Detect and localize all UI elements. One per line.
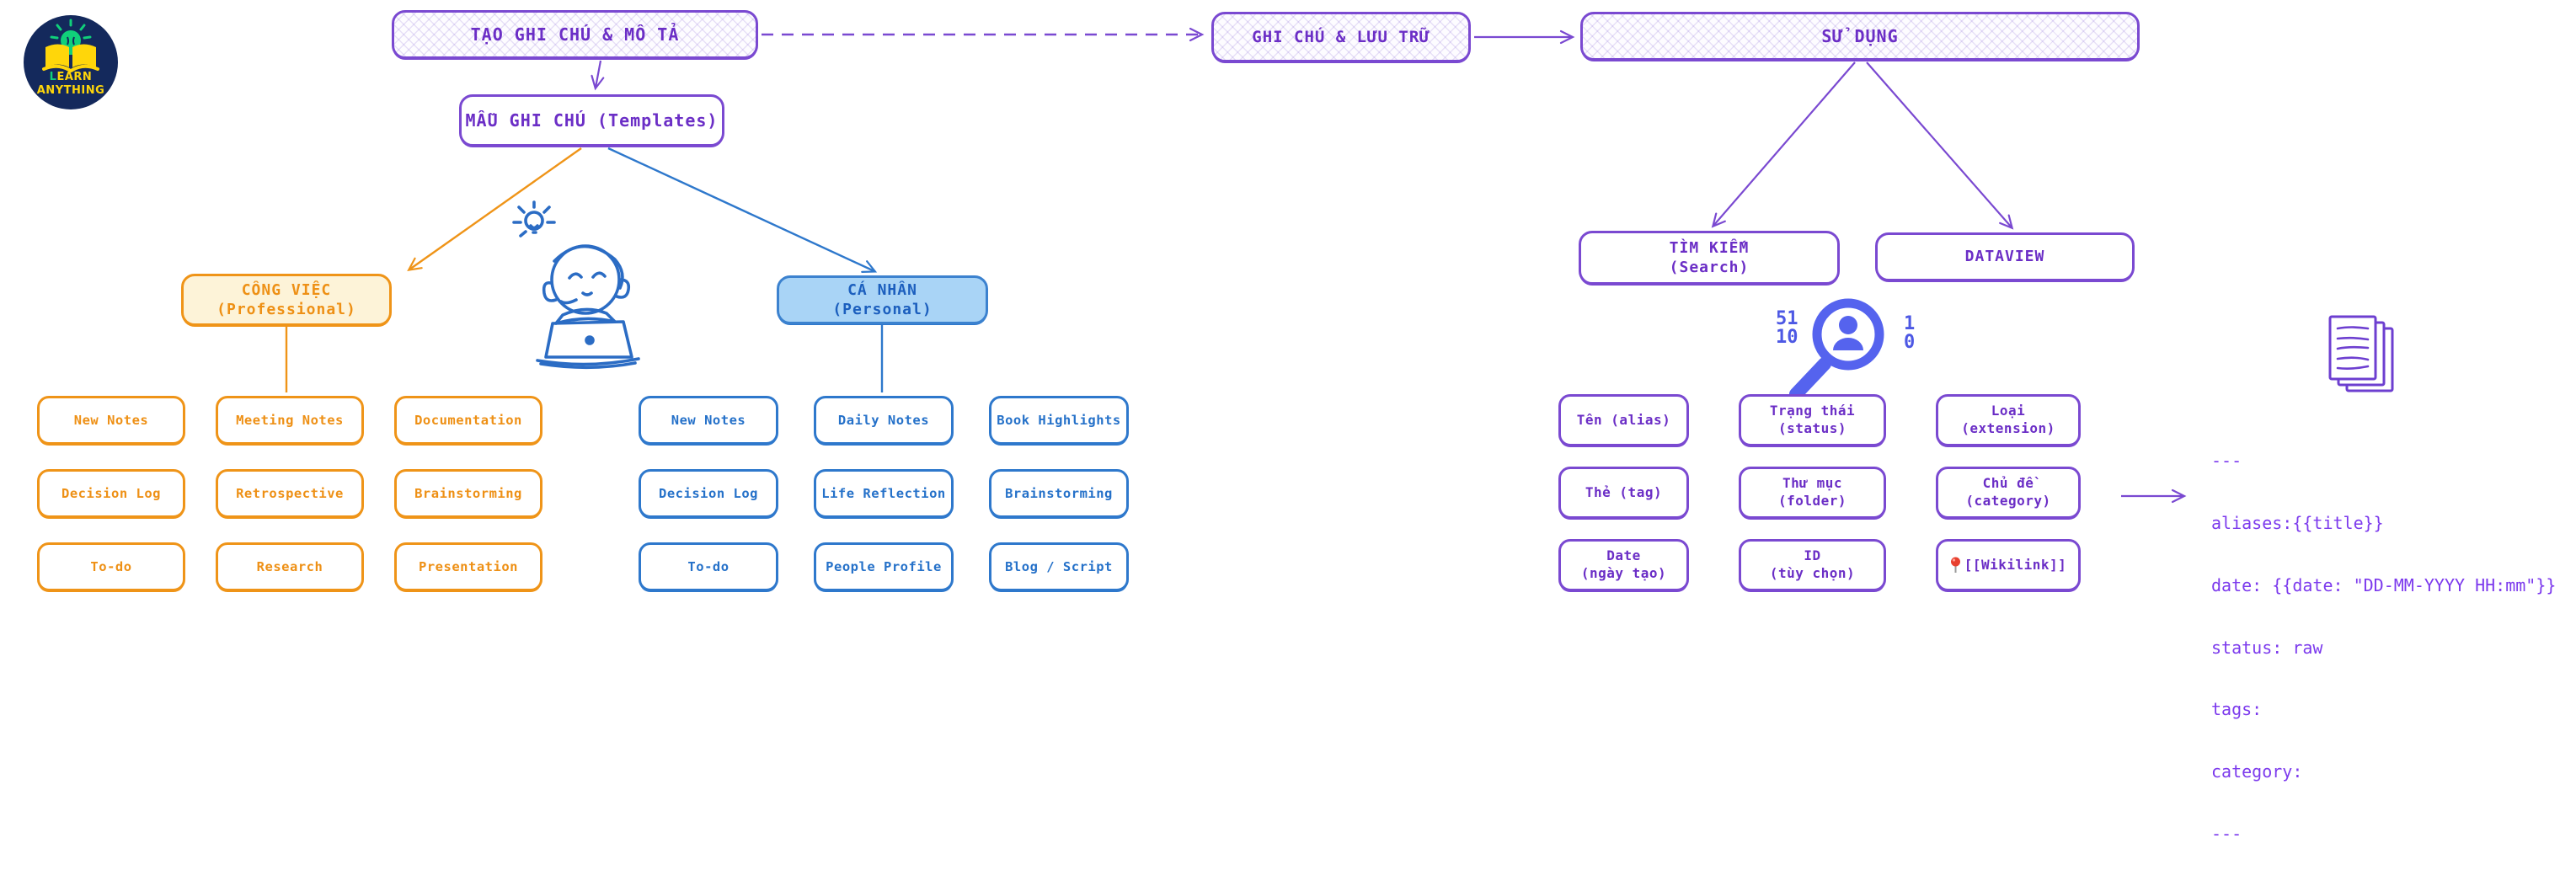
node-professional-subtitle: (Professional) [216, 301, 356, 318]
logo-line-1: LEARN [49, 71, 93, 83]
node-personal: CÁ NHÂN (Personal) [777, 275, 988, 324]
field-folder: Thư mục(folder) [1739, 467, 1886, 519]
documents-stack-icon [2328, 315, 2394, 392]
node-create-note-label: TẠO GHI CHÚ & MÔ TẢ [470, 24, 680, 45]
binary-digits-left: 51 10 [1776, 308, 1798, 349]
logo-text: LEARN ANYTHING [24, 71, 118, 99]
professional-template-grid: New Notes Meeting Notes Documentation De… [37, 396, 542, 591]
node-professional-title: CÔNG VIỆC [241, 280, 332, 299]
field-wikilink: [[Wikilink]] [1936, 539, 2081, 591]
card-per-new-notes: New Notes [639, 396, 778, 445]
node-store-note: GHI CHÚ & LƯU TRỮ [1211, 12, 1471, 62]
card-per-to-do: To-do [639, 542, 778, 591]
node-store-note-label: GHI CHÚ & LƯU TRỮ [1252, 27, 1430, 46]
node-templates-label: MẪU GHI CHÚ (Templates) [465, 110, 719, 131]
node-personal-title: CÁ NHÂN [847, 280, 917, 299]
card-pro-brainstorming: Brainstorming [394, 469, 542, 518]
card-per-decision-log: Decision Log [639, 469, 778, 518]
node-personal-subtitle: (Personal) [832, 301, 933, 318]
frontmatter-code-block: --- aliases:{{title}} date: {{date: "DD-… [2211, 409, 2556, 886]
book-lightbulb-icon [42, 19, 99, 72]
metadata-field-grid: Tên (alias) Trạng thái(status) Loại(exte… [1558, 394, 2081, 591]
learn-anything-logo: LEARN ANYTHING [24, 15, 118, 109]
card-per-life-reflection: Life Reflection [814, 469, 954, 518]
personal-template-grid: New Notes Daily Notes Book Highlights De… [639, 396, 1129, 591]
magnifier-icon [1789, 298, 1884, 401]
field-extension: Loại(extension) [1936, 394, 2081, 446]
card-per-brainstorming: Brainstorming [989, 469, 1129, 518]
field-status: Trạng thái(status) [1739, 394, 1886, 446]
frontmatter-line: --- [2211, 823, 2242, 844]
node-use-label: SỬ DỤNG [1821, 26, 1899, 46]
card-pro-new-notes: New Notes [37, 396, 185, 445]
card-per-daily-notes: Daily Notes [814, 396, 954, 445]
card-pro-meeting-notes: Meeting Notes [216, 396, 364, 445]
node-dataview: DATAVIEW [1875, 232, 2135, 281]
card-per-blog-script: Blog / Script [989, 542, 1129, 591]
card-per-people-profile: People Profile [814, 542, 954, 591]
frontmatter-line: status: raw [2211, 637, 2323, 658]
node-create-note: TẠO GHI CHÚ & MÔ TẢ [392, 10, 758, 59]
field-category: Chủ đề(category) [1936, 467, 2081, 519]
node-dataview-label: DATAVIEW [1964, 248, 2045, 266]
card-pro-decision-log: Decision Log [37, 469, 185, 518]
card-pro-documentation: Documentation [394, 396, 542, 445]
connector-lines [285, 27, 2187, 504]
node-search-title: TÌM KIẾM [1669, 238, 1750, 257]
node-use: SỬ DỤNG [1580, 12, 2140, 61]
diagram-canvas: LEARN ANYTHING TẠO GHI CHÚ & MÔ TẢ GHI C… [24, 10, 2557, 844]
field-tag: Thẻ (tag) [1558, 467, 1689, 519]
card-pro-retrospective: Retrospective [216, 469, 364, 518]
field-date-created: Date(ngày tạo) [1558, 539, 1689, 591]
frontmatter-line: aliases:{{title}} [2211, 512, 2384, 533]
node-search: TÌM KIẾM (Search) [1579, 231, 1840, 285]
frontmatter-line: date: {{date: "DD-MM-YYYY HH:mm"}} [2211, 574, 2557, 595]
card-pro-to-do: To-do [37, 542, 185, 591]
frontmatter-line: tags: [2211, 699, 2263, 720]
frontmatter-line: category: [2211, 761, 2303, 782]
person-at-laptop-sketch [512, 200, 640, 370]
logo-line-2: ANYTHING [36, 84, 105, 98]
node-templates: MẪU GHI CHÚ (Templates) [459, 94, 724, 147]
frontmatter-line: --- [2211, 451, 2242, 472]
field-id: ID(tùy chọn) [1739, 539, 1886, 591]
binary-digits-right: 1 0 [1904, 313, 1916, 354]
node-professional: CÔNG VIỆC (Professional) [181, 274, 392, 326]
pushpin-icon [1950, 557, 1961, 574]
node-search-subtitle: (Search) [1669, 259, 1750, 276]
field-alias: Tên (alias) [1558, 394, 1689, 446]
card-per-book-highlights: Book Highlights [989, 396, 1129, 445]
card-pro-research: Research [216, 542, 364, 591]
search-person-illustration: 51 10 1 0 [1769, 288, 1937, 406]
card-pro-presentation: Presentation [394, 542, 542, 591]
